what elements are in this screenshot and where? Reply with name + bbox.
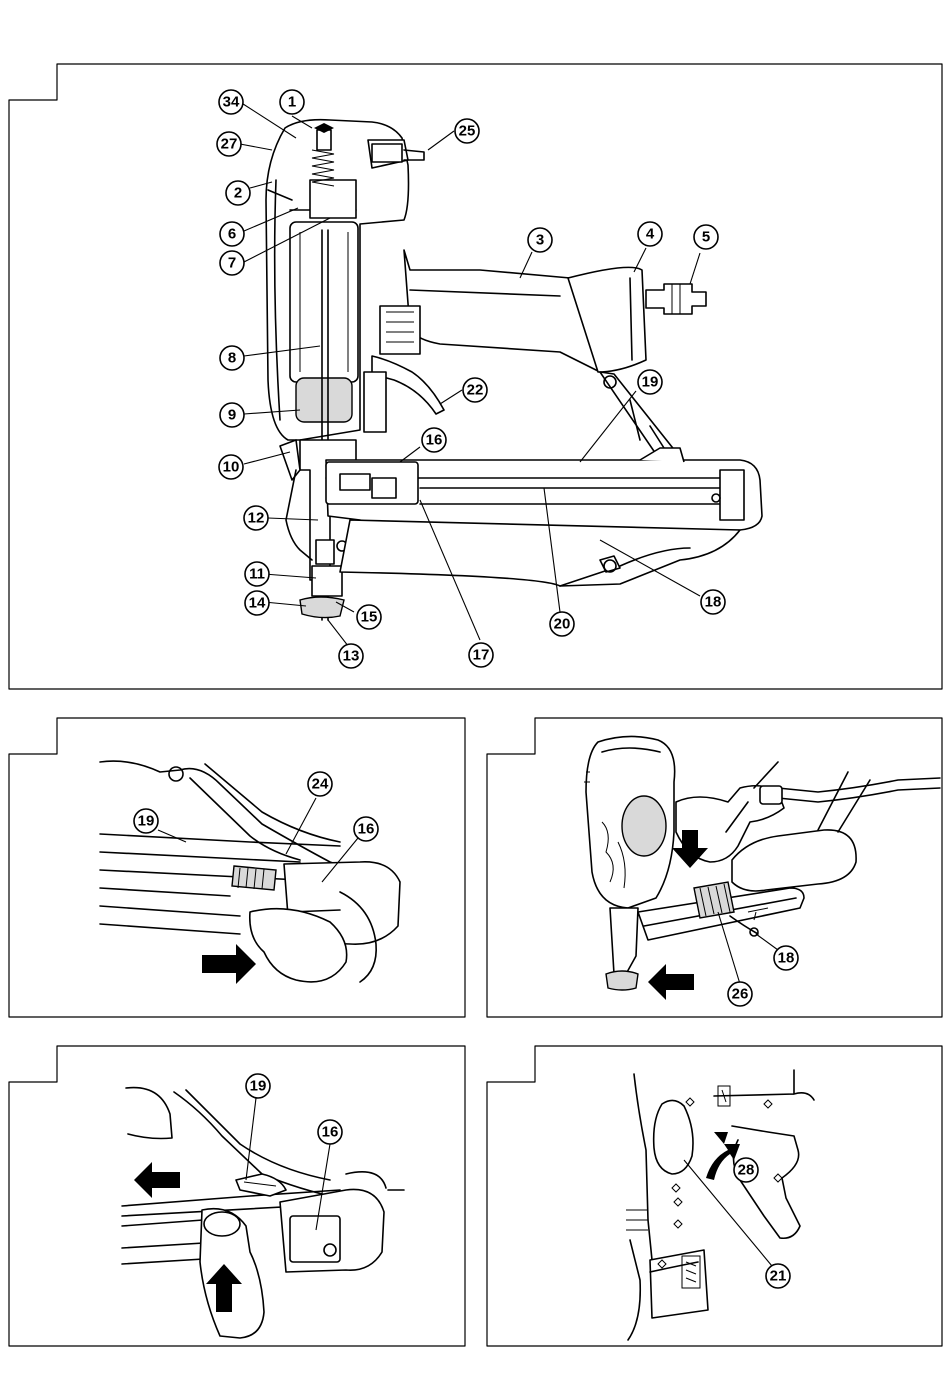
svg-text:14: 14 [249, 595, 266, 612]
callout-16: 16 [354, 817, 378, 841]
callout-22: 22 [463, 378, 487, 402]
svg-text:19: 19 [138, 813, 155, 830]
callout-20: 20 [550, 612, 574, 636]
callout-6: 6 [220, 222, 244, 246]
svg-text:4: 4 [646, 226, 655, 243]
callout-17: 17 [469, 643, 493, 667]
figure-4-panel: 19 16 [0, 1040, 475, 1352]
svg-text:15: 15 [361, 609, 378, 626]
callout-19: 19 [246, 1074, 270, 1098]
figure-1-panel: 34 1 27 25 2 6 7 3 4 5 8 22 9 19 10 16 1… [0, 0, 950, 700]
svg-text:6: 6 [228, 226, 236, 243]
svg-text:2: 2 [234, 185, 242, 202]
svg-text:13: 13 [343, 648, 360, 665]
callout-8: 8 [220, 346, 244, 370]
callout-9: 9 [220, 403, 244, 427]
figure-4-drawing: 19 16 [0, 1040, 475, 1352]
svg-text:16: 16 [322, 1124, 339, 1141]
svg-text:27: 27 [221, 136, 238, 153]
callout-14: 14 [245, 591, 269, 615]
svg-text:19: 19 [250, 1078, 267, 1095]
callout-1: 1 [280, 90, 304, 114]
svg-text:10: 10 [223, 459, 240, 476]
figure-2-panel: 24 19 16 [0, 712, 475, 1024]
callout-25: 25 [455, 119, 479, 143]
figure-3-drawing: 18 26 [478, 712, 950, 1024]
svg-text:28: 28 [738, 1162, 755, 1179]
svg-text:17: 17 [473, 647, 490, 664]
callout-26: 26 [728, 982, 752, 1006]
callout-5: 5 [694, 225, 718, 249]
svg-text:19: 19 [642, 374, 659, 391]
callout-18: 18 [701, 590, 725, 614]
figure-2-drawing: 24 19 16 [0, 712, 475, 1024]
svg-text:16: 16 [358, 821, 375, 838]
svg-text:26: 26 [732, 986, 749, 1003]
svg-text:20: 20 [554, 616, 571, 633]
callout-16: 16 [422, 428, 446, 452]
callout-2: 2 [226, 181, 250, 205]
figure-1-callouts: 34 1 27 25 2 6 7 3 4 5 8 22 9 19 10 16 1… [0, 0, 950, 700]
callout-15: 15 [357, 605, 381, 629]
callout-13: 13 [339, 644, 363, 668]
svg-text:5: 5 [702, 229, 710, 246]
svg-text:18: 18 [778, 950, 795, 967]
callout-34: 34 [219, 90, 243, 114]
svg-text:16: 16 [426, 432, 443, 449]
figure-3-panel: 18 26 [478, 712, 950, 1024]
callout-7: 7 [220, 251, 244, 275]
svg-text:34: 34 [223, 94, 240, 111]
svg-text:3: 3 [536, 232, 544, 249]
callout-3: 3 [528, 228, 552, 252]
callout-28: 28 [734, 1158, 758, 1182]
svg-text:1: 1 [288, 94, 296, 111]
callout-10: 10 [219, 455, 243, 479]
svg-text:24: 24 [312, 776, 329, 793]
figure-5-panel: 28 21 [478, 1040, 950, 1352]
callout-4: 4 [638, 222, 662, 246]
callout-12: 12 [244, 506, 268, 530]
svg-text:7: 7 [228, 255, 236, 272]
svg-text:8: 8 [228, 350, 236, 367]
callout-16: 16 [318, 1120, 342, 1144]
svg-text:18: 18 [705, 594, 722, 611]
callout-24: 24 [308, 772, 332, 796]
callout-19: 19 [638, 370, 662, 394]
callout-27: 27 [217, 132, 241, 156]
svg-text:21: 21 [770, 1268, 787, 1285]
callout-18: 18 [774, 946, 798, 970]
callout-19: 19 [134, 809, 158, 833]
svg-text:11: 11 [249, 566, 265, 583]
callout-21: 21 [766, 1264, 790, 1288]
svg-text:22: 22 [467, 382, 484, 399]
svg-text:9: 9 [228, 407, 236, 424]
callout-11: 11 [245, 562, 269, 586]
svg-text:12: 12 [248, 510, 265, 527]
svg-text:25: 25 [459, 123, 476, 140]
figure-5-drawing: 28 21 [478, 1040, 950, 1352]
